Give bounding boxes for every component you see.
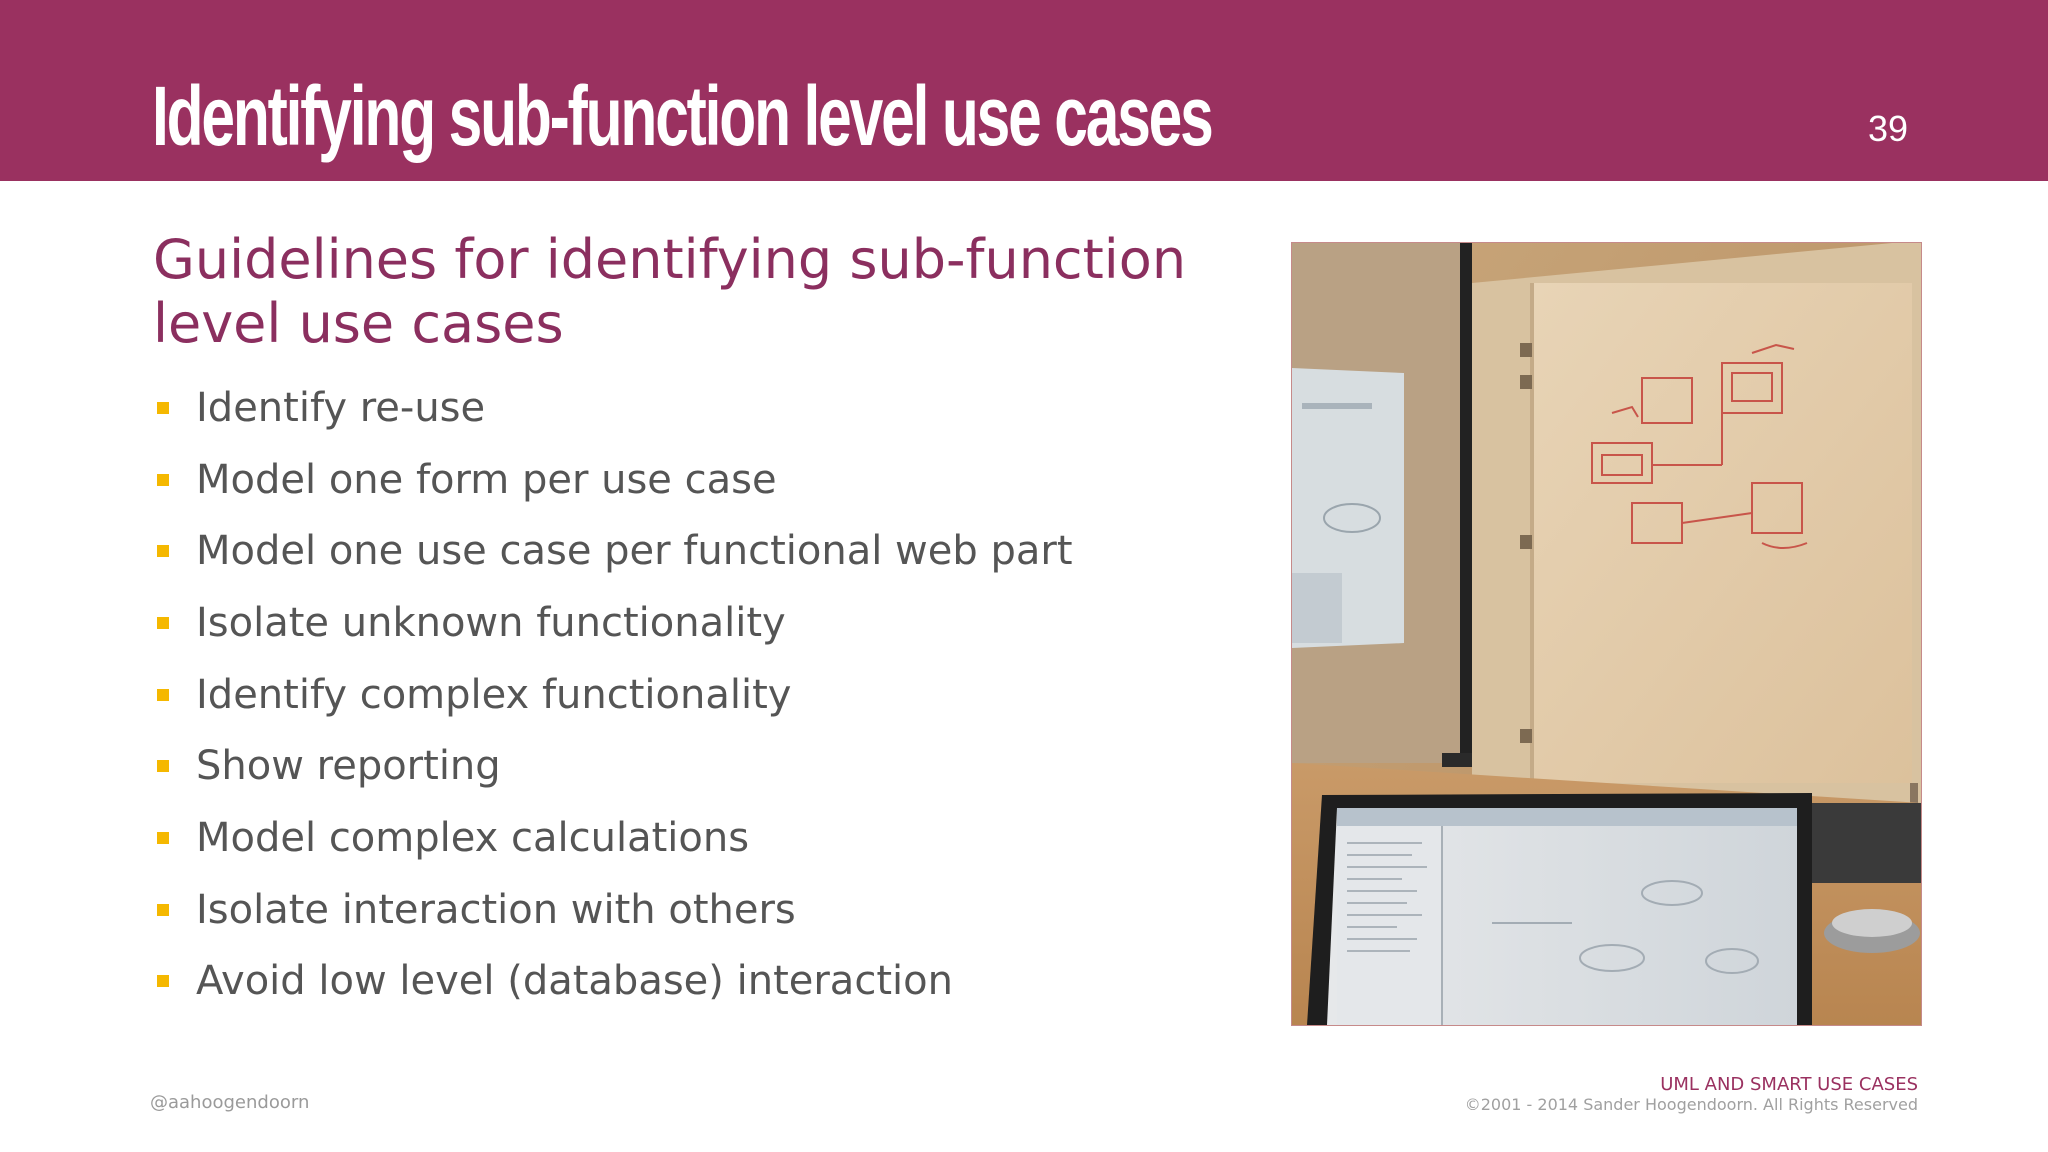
list-item: Show reporting [153, 730, 1073, 802]
photo-illustration [1292, 243, 1921, 1025]
footer-handle: @aahoogendoorn [150, 1092, 310, 1113]
list-item: Model complex calculations [153, 802, 1073, 874]
slide-title: Identifying sub-function level use cases [152, 69, 1214, 163]
list-item: Avoid low level (database) interaction [153, 946, 1073, 1018]
list-item: Model one use case per functional web pa… [153, 515, 1073, 587]
footer-credits: UML AND SMART USE CASES ©2001 - 2014 San… [1465, 1075, 1918, 1115]
bullet-text: Isolate unknown functionality [196, 599, 786, 646]
bullet-text: Show reporting [196, 743, 501, 790]
bullet-text: Avoid low level (database) interaction [196, 958, 953, 1005]
list-item: Model one form per use case [153, 444, 1073, 516]
square-bullet-icon [157, 975, 169, 988]
section-subtitle: Guidelines for identifying sub-function … [153, 228, 1187, 355]
square-bullet-icon [157, 688, 169, 701]
header-bar: Identifying sub-function level use cases… [0, 0, 2048, 181]
footer-copyright: ©2001 - 2014 Sander Hoogendoorn. All Rig… [1464, 1095, 1918, 1114]
bullet-text: Isolate interaction with others [196, 886, 796, 933]
bullet-text: Model one use case per functional web pa… [196, 528, 1073, 575]
square-bullet-icon [157, 903, 169, 916]
square-bullet-icon [157, 760, 169, 773]
square-bullet-icon [157, 545, 169, 558]
square-bullet-icon [157, 473, 169, 486]
bullet-text: Model complex calculations [196, 814, 750, 861]
list-item: Identify complex functionality [153, 659, 1073, 731]
list-item: Isolate unknown functionality [153, 587, 1073, 659]
bullet-text: Model one form per use case [196, 456, 777, 503]
square-bullet-icon [157, 616, 169, 629]
whiteboard-photo [1291, 242, 1922, 1026]
bullet-list: Identify re-use Model one form per use c… [153, 372, 1073, 1017]
square-bullet-icon [157, 401, 169, 414]
square-bullet-icon [157, 831, 169, 844]
bullet-text: Identify re-use [196, 384, 486, 431]
list-item: Identify re-use [153, 372, 1073, 444]
list-item: Isolate interaction with others [153, 874, 1073, 946]
bullet-text: Identify complex functionality [196, 671, 792, 718]
page-number: 39 [1867, 108, 1908, 149]
footer-course-title: UML AND SMART USE CASES [1660, 1074, 1918, 1095]
